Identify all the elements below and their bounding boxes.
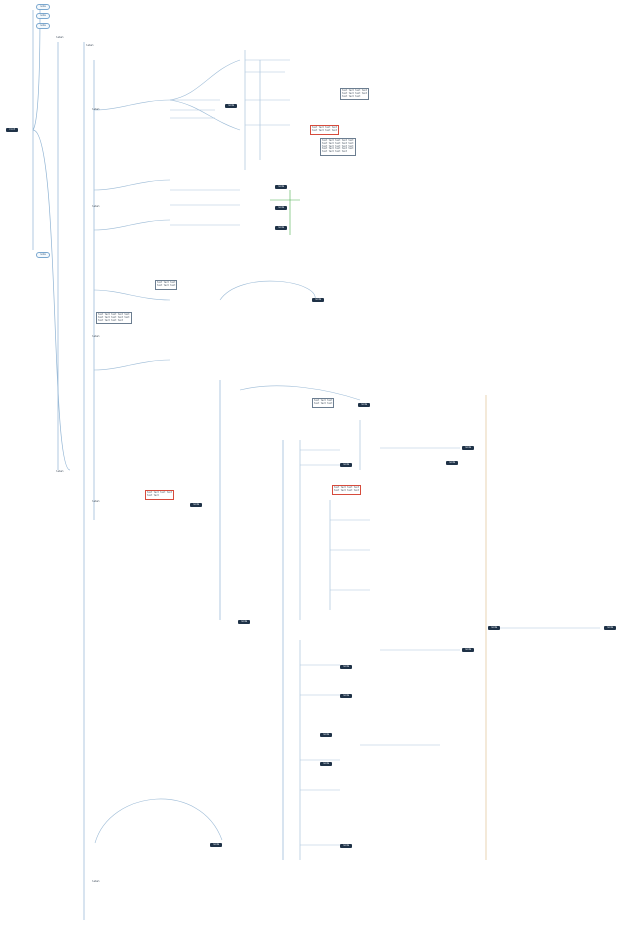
topic-node[interactable]: node bbox=[358, 403, 371, 407]
topic-node[interactable]: node bbox=[462, 446, 475, 450]
branch-curves bbox=[93, 50, 361, 860]
note-box: text text text text text text bbox=[155, 280, 178, 290]
side-label: label bbox=[86, 44, 94, 47]
side-label: label bbox=[92, 108, 100, 111]
side-label: label bbox=[92, 205, 100, 208]
topic-node[interactable]: node bbox=[320, 733, 333, 737]
green-branches bbox=[270, 190, 300, 235]
highlight-note-box: text text text text text text text text bbox=[310, 125, 340, 135]
note-box: text text text text text text text text … bbox=[96, 312, 132, 325]
top-pill-3[interactable]: node bbox=[36, 23, 50, 29]
side-label: label bbox=[92, 500, 100, 503]
topic-node[interactable]: node bbox=[312, 298, 325, 302]
note-box: text text text text text text text text … bbox=[340, 88, 370, 101]
topic-node[interactable]: node bbox=[238, 620, 251, 624]
trunk-lines bbox=[32, 9, 284, 920]
side-label: label bbox=[92, 335, 100, 338]
connector-lines bbox=[170, 59, 600, 846]
topic-node[interactable]: node bbox=[190, 503, 203, 507]
highlight-note-box: text text text text text text bbox=[145, 490, 175, 500]
side-label: label bbox=[56, 36, 64, 39]
mid-pill[interactable]: node bbox=[36, 252, 50, 258]
topic-node[interactable]: node bbox=[340, 463, 353, 467]
side-label: label bbox=[56, 470, 64, 473]
side-label: label bbox=[92, 880, 100, 883]
note-box: text text text text text text text text … bbox=[320, 138, 356, 156]
topic-node[interactable]: node bbox=[446, 461, 459, 465]
topic-node[interactable]: node bbox=[604, 626, 617, 630]
topic-node[interactable]: node bbox=[462, 648, 475, 652]
topic-node[interactable]: node bbox=[488, 626, 501, 630]
topic-node[interactable]: node bbox=[275, 226, 288, 230]
topic-node[interactable]: node bbox=[210, 843, 223, 847]
topic-node[interactable]: node bbox=[320, 762, 333, 766]
topic-node[interactable]: node bbox=[340, 665, 353, 669]
topic-node[interactable]: node bbox=[225, 104, 238, 108]
highlight-note-box: text text text text text text text text bbox=[332, 485, 362, 495]
top-pill-1[interactable]: node bbox=[36, 4, 50, 10]
topic-node[interactable]: node bbox=[275, 185, 288, 189]
note-box: text text text text text text bbox=[312, 398, 335, 408]
topic-node[interactable]: node bbox=[275, 206, 288, 210]
top-pill-2[interactable]: node bbox=[36, 13, 50, 19]
topic-node[interactable]: node bbox=[340, 694, 353, 698]
topic-node[interactable]: node bbox=[340, 844, 353, 848]
root-node[interactable]: root bbox=[6, 128, 19, 132]
